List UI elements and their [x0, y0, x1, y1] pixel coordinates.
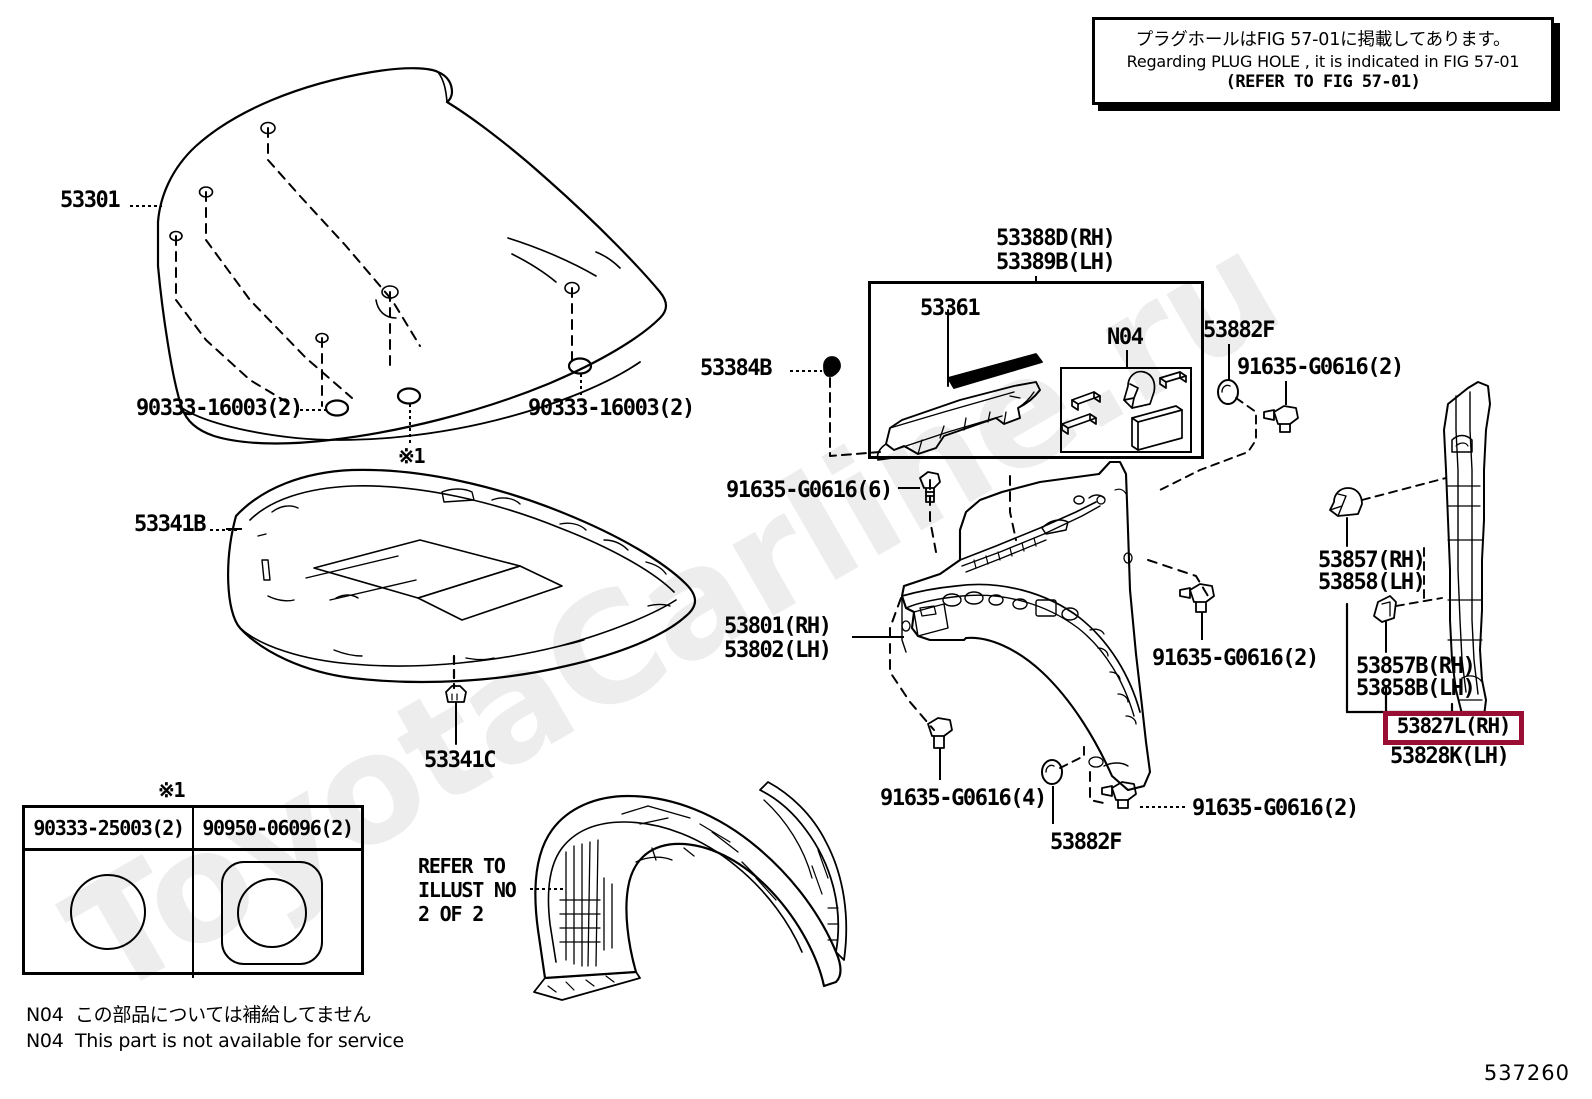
n04-parts-box	[1060, 367, 1192, 453]
label-refer-line2: ILLUST NO	[418, 878, 517, 902]
diagram-number: 537260	[1483, 1061, 1570, 1085]
leader-grommet-right	[580, 374, 582, 398]
label-clip-lh[interactable]: 53858B(LH)	[1356, 676, 1476, 701]
label-clip-53384B[interactable]: 53384B	[700, 356, 772, 381]
legend-part-2[interactable]: 90950-06096(2)	[202, 816, 354, 840]
leader-fender	[852, 636, 904, 638]
label-panel-lh[interactable]: 53828K(LH)	[1390, 744, 1510, 769]
leader-refer-liner	[530, 888, 566, 890]
note-line-jp: プラグホールはFIG 57-01に掲載してあります。	[1135, 29, 1511, 50]
label-fender-lh[interactable]: 53802(LH)	[724, 638, 832, 663]
label-hood-grommet-left[interactable]: 90333-16003(2)	[136, 396, 303, 421]
leader-insulator-solid	[226, 528, 242, 530]
label-insulator-clip-53341C[interactable]: 53341C	[424, 748, 496, 773]
label-refer-line3: 2 OF 2	[418, 902, 484, 926]
label-bolt-bottom-4[interactable]: 91635-G0616(4)	[880, 786, 1047, 811]
legend-image-row	[25, 851, 361, 978]
legend-header-row: 90333-25003(2) 90950-06096(2)	[25, 808, 361, 851]
legend-image-cell-1	[25, 851, 192, 978]
label-hood-53301[interactable]: 53301	[60, 188, 121, 213]
legend-image-cell-2	[192, 851, 361, 978]
leader-bolt-right-upper	[1201, 612, 1203, 640]
label-grommet-top-53882F[interactable]: 53882F	[1203, 318, 1275, 343]
note-line-ref: (REFER TO FIG 57-01)	[1225, 71, 1421, 92]
plug-hole-note-box: プラグホールはFIG 57-01に掲載してあります。 Regarding PLU…	[1092, 17, 1554, 105]
leader-53384B	[790, 370, 822, 372]
legend-table: 90333-25003(2) 90950-06096(2)	[22, 805, 364, 978]
label-n04: N04	[1107, 325, 1144, 350]
label-hood-star-marker: ※1	[398, 444, 426, 468]
label-bolt-top-6[interactable]: 91635-G0616(6)	[726, 478, 893, 503]
leader-grommet-bottom	[1052, 786, 1054, 824]
leader-bolt-top-6	[898, 487, 920, 489]
legend-header-cell-1: 90333-25003(2)	[25, 808, 192, 848]
label-cowl-lh[interactable]: 53389B(LH)	[996, 250, 1116, 275]
leader-insulator	[210, 529, 240, 531]
label-refer-line1: REFER TO	[418, 854, 506, 878]
label-hood-grommet-right[interactable]: 90333-16003(2)	[528, 396, 695, 421]
label-cowl-53361[interactable]: 53361	[920, 296, 981, 321]
legend-header-cell-2: 90950-06096(2)	[192, 808, 361, 848]
legend-part-1[interactable]: 90333-25003(2)	[33, 816, 185, 840]
label-insulator-53341B[interactable]: 53341B	[134, 512, 206, 537]
label-retainer-rh[interactable]: 53857(RH)	[1318, 548, 1426, 573]
label-panel-rh[interactable]: 53827L(RH)	[1396, 714, 1512, 738]
legend-star-marker: ※1	[158, 778, 186, 802]
leader-bolt-top-right	[1285, 381, 1287, 405]
label-clip-rh[interactable]: 53857B(RH)	[1356, 654, 1476, 679]
leader-star-marker	[409, 404, 411, 444]
label-bolt-bottom-right[interactable]: 91635-G0616(2)	[1192, 796, 1359, 821]
leader-cowl-title	[1035, 276, 1037, 284]
leader-hood	[130, 205, 162, 207]
label-retainer-lh[interactable]: 53858(LH)	[1318, 570, 1426, 595]
label-grommet-bottom-53882F[interactable]: 53882F	[1050, 830, 1122, 855]
label-fender-rh[interactable]: 53801(RH)	[724, 614, 832, 639]
label-cowl-rh[interactable]: 53388D(RH)	[996, 226, 1116, 251]
footnote-en: N04 This part is not available for servi…	[26, 1030, 404, 1052]
label-bolt-top-right[interactable]: 91635-G0616(2)	[1237, 355, 1404, 380]
leader-grommet-top	[1228, 344, 1230, 380]
leader-bolt-bottom-right	[1140, 806, 1186, 808]
leader-bolt-bottom-4	[939, 748, 941, 780]
note-line-en: Regarding PLUG HOLE , it is indicated in…	[1126, 51, 1520, 71]
footnote-jp: N04 この部品については補給してません	[26, 1004, 372, 1026]
leader-n04	[1126, 350, 1128, 368]
leader-grommet-left	[300, 409, 328, 411]
label-bolt-right-upper[interactable]: 91635-G0616(2)	[1152, 646, 1319, 671]
